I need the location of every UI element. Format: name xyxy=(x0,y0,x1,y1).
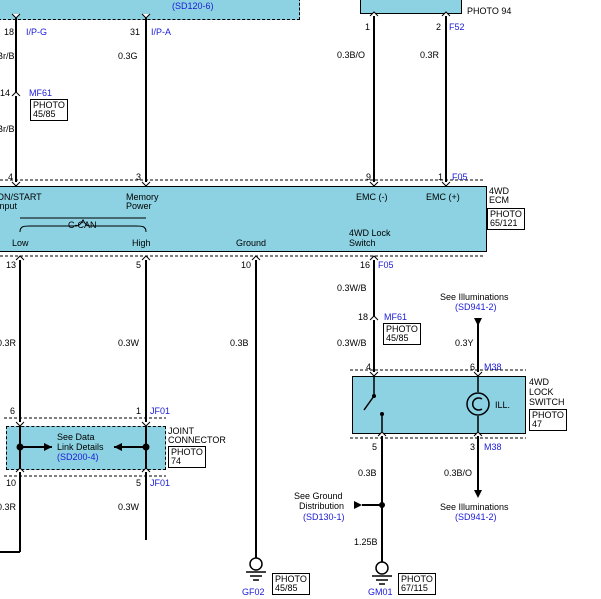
ground-dist-see-1: See Ground xyxy=(294,491,343,501)
mf61-upper-connector: MF61 xyxy=(29,88,53,98)
ecm-pin-9: 9 xyxy=(366,172,372,182)
ecm-pin-5: 5 xyxy=(136,260,142,270)
ecm-label-emc-minus: EMC (-) xyxy=(356,192,388,202)
illuminations-bottom-ref[interactable]: (SD941-2) xyxy=(455,512,497,522)
switch-pin-3: 3 xyxy=(470,442,476,452)
top-right-photo-label: PHOTO 94 xyxy=(467,6,512,16)
ground-dist-see-2: Distribution xyxy=(299,501,345,511)
connector-f05-top: F05 xyxy=(452,172,468,182)
ecm-name-1: 4WD xyxy=(489,186,509,196)
connector-f52: F52 xyxy=(449,22,465,32)
joint-see-2: Link Details xyxy=(57,442,104,452)
wire-0.3w-b-1: 0.3W/B xyxy=(337,283,367,293)
wire-0.3r-left: 0.3R xyxy=(0,338,17,348)
joint-pin-5: 5 xyxy=(136,478,142,488)
switch-name-1: 4WD xyxy=(529,377,549,387)
joint-name-1: JOINT xyxy=(168,426,194,436)
ground-gm01-label: GM01 xyxy=(368,587,393,597)
wire-0.3w-low: 0.3W xyxy=(118,502,140,512)
wire-br-b-1: Br/B xyxy=(0,51,15,61)
wire-0.3b-o-switch: 0.3B/O xyxy=(444,468,473,478)
ecm-box xyxy=(0,186,487,252)
joint-see-1: See Data xyxy=(57,432,95,442)
ecm-label-high: High xyxy=(132,238,151,248)
mf61-upper-pin: 14 xyxy=(0,88,11,98)
wire-0.3g: 0.3G xyxy=(118,51,138,61)
top-right-component-box xyxy=(360,0,462,14)
switch-pin-5: 5 xyxy=(372,442,378,452)
ecm-label-emc-plus: EMC (+) xyxy=(426,192,460,202)
wire-0.3b-ground: 0.3B xyxy=(230,338,249,348)
wire-1.25b: 1.25B xyxy=(354,537,378,547)
connector-ip-g: I/P-G xyxy=(26,27,48,37)
mf61-lower-connector: MF61 xyxy=(384,312,408,322)
mf61-lower-pin: 18 xyxy=(358,312,369,322)
wire-0.3w-mid: 0.3W xyxy=(118,338,140,348)
connector-m38-bottom: M38 xyxy=(484,442,502,452)
ecm-label-lock-2: Switch xyxy=(349,238,376,248)
top-left-ref[interactable]: (SD120-6) xyxy=(172,1,214,11)
illuminations-bottom-see: See Illuminations xyxy=(440,502,509,512)
ground-dist-ref[interactable]: (SD130-1) xyxy=(303,512,345,522)
illuminations-top-ref[interactable]: (SD941-2) xyxy=(455,302,497,312)
connector-jf01-bottom: JF01 xyxy=(150,478,171,488)
connector-m38-top: M38 xyxy=(484,362,502,372)
joint-pin-6: 6 xyxy=(10,406,16,416)
wire-0.3y: 0.3Y xyxy=(455,338,474,348)
ecm-label-ign-2: Input xyxy=(0,201,18,211)
ecm-pin-16: 16 xyxy=(360,260,371,270)
ground-gf02-label: GF02 xyxy=(242,587,265,597)
lock-switch-box xyxy=(352,376,526,434)
pin-31: 31 xyxy=(130,27,141,37)
wire-0.3r-top: 0.3R xyxy=(420,50,440,60)
switch-name-2: LOCK xyxy=(529,387,554,397)
joint-name-2: CONNECTOR xyxy=(168,435,226,445)
pin-18: 18 xyxy=(4,27,15,37)
switch-pin-6: 6 xyxy=(470,362,476,372)
switch-name-3: SWITCH xyxy=(529,397,565,407)
illuminations-top-see: See Illuminations xyxy=(440,292,509,302)
ecm-pin-13: 13 xyxy=(6,260,17,270)
ecm-pin-1: 1 xyxy=(438,172,444,182)
ecm-label-mem-2: Power xyxy=(126,201,152,211)
joint-ref[interactable]: (SD200-4) xyxy=(57,452,99,462)
wire-0.3b-switch: 0.3B xyxy=(358,468,377,478)
wire-br-b-2: Br/B xyxy=(0,124,15,134)
ecm-name-2: ECM xyxy=(489,195,509,205)
ecm-label-ccan: C-CAN xyxy=(68,220,97,230)
ecm-label-ign-1: ON/START xyxy=(0,192,42,202)
ecm-label-ground: Ground xyxy=(236,238,267,248)
ecm-label-low: Low xyxy=(12,238,29,248)
ecm-pin-3: 3 xyxy=(136,172,142,182)
wire-0.3r-low: 0.3R xyxy=(0,502,17,512)
connector-jf01-top: JF01 xyxy=(150,406,171,416)
switch-ill-label: ILL. xyxy=(495,400,511,410)
top-left-module-box xyxy=(0,0,300,20)
ecm-label-lock-1: 4WD Lock xyxy=(349,228,391,238)
ecm-pin-4: 4 xyxy=(8,172,14,182)
top-right-pin-2: 2 xyxy=(436,22,442,32)
wire-0.3b-o-top: 0.3B/O xyxy=(337,50,366,60)
switch-pin-4: 4 xyxy=(366,362,372,372)
ecm-pin-10: 10 xyxy=(241,260,252,270)
ecm-label-mem-1: Memory xyxy=(126,192,159,202)
joint-pin-10: 10 xyxy=(6,478,17,488)
joint-pin-1: 1 xyxy=(136,406,142,416)
connector-ip-a: I/P-A xyxy=(151,27,172,37)
wire-0.3w-b-2: 0.3W/B xyxy=(337,338,367,348)
top-right-pin-1: 1 xyxy=(365,22,371,32)
connector-f05-bottom: F05 xyxy=(378,260,394,270)
